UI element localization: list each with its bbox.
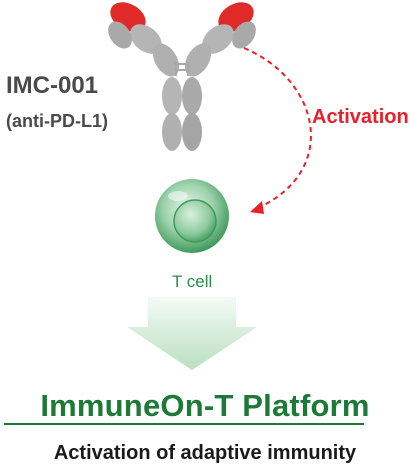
antibody-name: IMC-001 [6, 72, 99, 99]
antibody-fc-1 [162, 77, 182, 115]
antibody-right-domain-2 [232, 21, 256, 49]
antibody-fc-2 [182, 77, 202, 115]
antibody-right-domain-1 [202, 24, 234, 54]
antibody-icon [108, 2, 256, 151]
down-arrow-icon [127, 297, 257, 370]
antibody-fc-3 [162, 113, 182, 151]
subtitle: Activation of adaptive immunity [53, 442, 357, 464]
antibody-target: (anti-PD-L1) [6, 111, 108, 131]
antibody-fc-4 [182, 113, 202, 151]
platform-underline [4, 423, 364, 425]
t-cell-icon [155, 179, 229, 253]
activation-label: Activation [312, 106, 409, 128]
antibody-right-domain-3 [184, 43, 212, 77]
platform-title: ImmuneOn-T Platform [40, 388, 370, 423]
antibody-left-domain-1 [130, 24, 162, 54]
antibody-left-domain-2 [108, 21, 132, 49]
antibody-left-domain-3 [152, 43, 180, 77]
t-cell-label: T cell [172, 272, 213, 291]
activation-arrow [243, 47, 312, 214]
